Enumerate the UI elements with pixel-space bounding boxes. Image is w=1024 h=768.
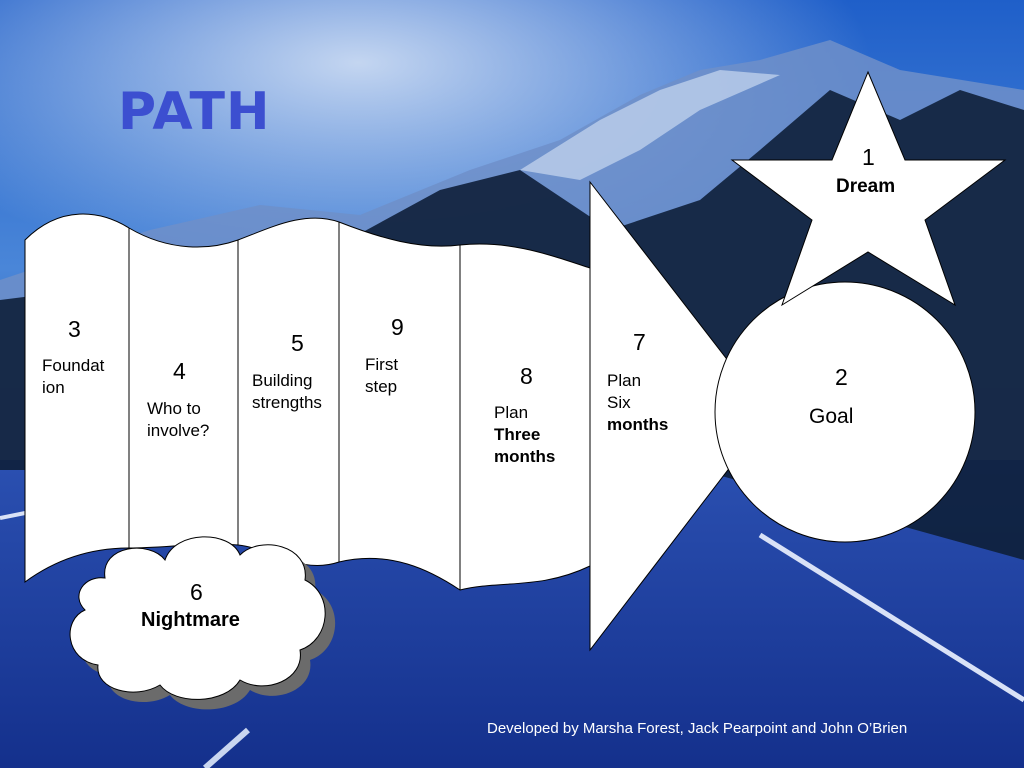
step-3-label: Foundat ion <box>42 355 104 399</box>
step-6-number: 6 <box>190 579 203 605</box>
step-1-label: Dream <box>836 176 896 197</box>
road-edge-line <box>758 532 1024 703</box>
step-3-line2: ion <box>42 378 65 397</box>
step-2-number: 2 <box>835 364 848 390</box>
step-7-line3: months <box>607 415 669 434</box>
step-5-line1: Building <box>252 371 313 390</box>
step-8-line2: Three <box>494 425 541 444</box>
step-3-line1: Foundat <box>42 356 105 375</box>
step-7-label: Plan Six months <box>607 370 668 436</box>
step-2-label: Goal <box>809 405 854 428</box>
arrow-head <box>589 180 771 652</box>
step-7-line2: Six <box>607 393 631 412</box>
step-9-number: 9 <box>391 314 404 340</box>
road-center-dash <box>203 727 250 768</box>
step-5-number: 5 <box>291 330 304 356</box>
credit-line: Developed by Marsha Forest, Jack Pearpoi… <box>487 720 908 737</box>
step-4-label: Who to involve? <box>147 398 209 442</box>
step-5-label: Building strengths <box>252 370 322 414</box>
step-7-line1: Plan <box>607 371 642 390</box>
step-9-label: First step <box>365 354 398 398</box>
snow-ridge <box>520 70 780 180</box>
nightmare-cloud <box>69 536 326 700</box>
step-4-number: 4 <box>173 358 186 384</box>
page-title: PATH <box>118 82 271 142</box>
step-7-number: 7 <box>633 329 646 355</box>
step-3-number: 3 <box>68 316 81 342</box>
step-8-line3: months <box>494 447 556 466</box>
step-9-line2: step <box>365 377 398 396</box>
step-4-line1: Who to <box>147 399 201 418</box>
step-4-line2: involve? <box>147 421 210 440</box>
step-8-label: Plan Three months <box>494 402 555 468</box>
step-5-line2: strengths <box>252 393 322 412</box>
step-8-line1: Plan <box>494 403 529 422</box>
step-8-number: 8 <box>520 363 533 389</box>
goal-circle <box>714 281 976 543</box>
dream-star <box>730 70 1007 307</box>
step-9-line1: First <box>365 355 399 374</box>
step-6-label: Nightmare <box>141 609 240 631</box>
step-1-number: 1 <box>862 144 875 170</box>
